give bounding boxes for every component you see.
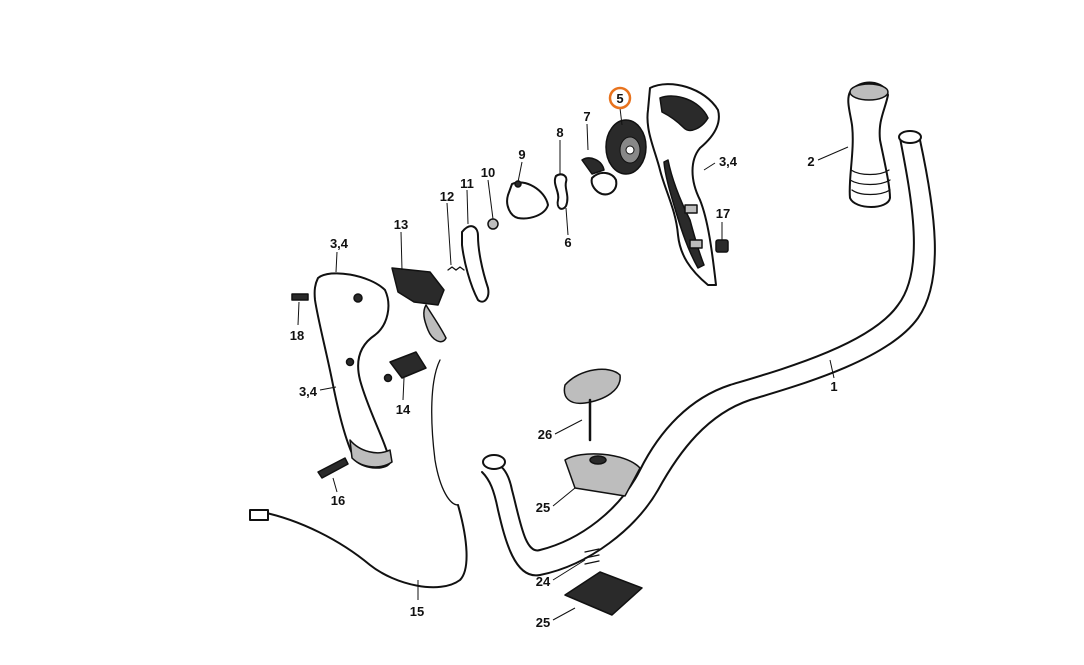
callout-10[interactable]: 10 — [481, 165, 495, 180]
part-11-lever[interactable] — [461, 225, 490, 303]
callout-25-upper[interactable]: 25 — [536, 500, 550, 515]
part-17-nut[interactable] — [715, 239, 729, 253]
part-grip[interactable] — [847, 81, 891, 208]
part-housing-half-right[interactable] — [646, 83, 720, 286]
part-15-cable[interactable] — [249, 359, 468, 589]
part-24-spring[interactable] — [584, 548, 600, 565]
callout-9[interactable]: 9 — [518, 147, 525, 162]
part-9[interactable] — [506, 180, 549, 220]
callout-7[interactable]: 7 — [583, 109, 590, 124]
callout-13[interactable]: 13 — [394, 217, 408, 232]
part-25-clamp-upper[interactable] — [564, 453, 641, 497]
callout-12[interactable]: 12 — [440, 189, 454, 204]
part-8[interactable] — [553, 173, 569, 210]
callout-1[interactable]: 1 — [830, 379, 837, 394]
callout-11[interactable]: 11 — [460, 176, 474, 191]
highlight-ring — [608, 86, 632, 110]
callout-24[interactable]: 24 — [536, 574, 551, 589]
part-26-clamp-screw[interactable] — [563, 368, 621, 442]
part-housing-half-left[interactable] — [313, 272, 393, 469]
part-13-switch[interactable] — [391, 267, 447, 343]
callout-3-4-left-top[interactable]: 3,4 — [330, 236, 349, 251]
part-14-connector[interactable] — [389, 351, 427, 379]
callout-26[interactable]: 26 — [538, 427, 552, 442]
callout-8[interactable]: 8 — [556, 125, 563, 140]
callout-5[interactable]: 5 — [616, 91, 623, 106]
callout-18[interactable]: 18 — [290, 328, 304, 343]
part-25-clamp-lower[interactable] — [564, 571, 643, 616]
part-7[interactable] — [581, 157, 618, 196]
callout-6[interactable]: 6 — [564, 235, 571, 250]
part-18-screw[interactable] — [291, 293, 309, 301]
callout-2[interactable]: 2 — [807, 154, 814, 169]
part-handlebar-tube[interactable] — [481, 130, 936, 577]
part-10-screw[interactable] — [487, 218, 499, 230]
part-16-screw[interactable] — [317, 457, 349, 479]
part-12-spring[interactable] — [447, 266, 465, 271]
callout-25-lower[interactable]: 25 — [536, 615, 550, 630]
callout-15[interactable]: 15 — [410, 604, 424, 619]
callout-14[interactable]: 14 — [396, 402, 411, 417]
part-wheel[interactable] — [605, 119, 647, 175]
callout-17[interactable]: 17 — [716, 206, 730, 221]
callout-3-4-upper[interactable]: 3,4 — [719, 154, 738, 169]
callout-16[interactable]: 16 — [331, 493, 345, 508]
callout-3-4-left-bottom[interactable]: 3,4 — [299, 384, 318, 399]
